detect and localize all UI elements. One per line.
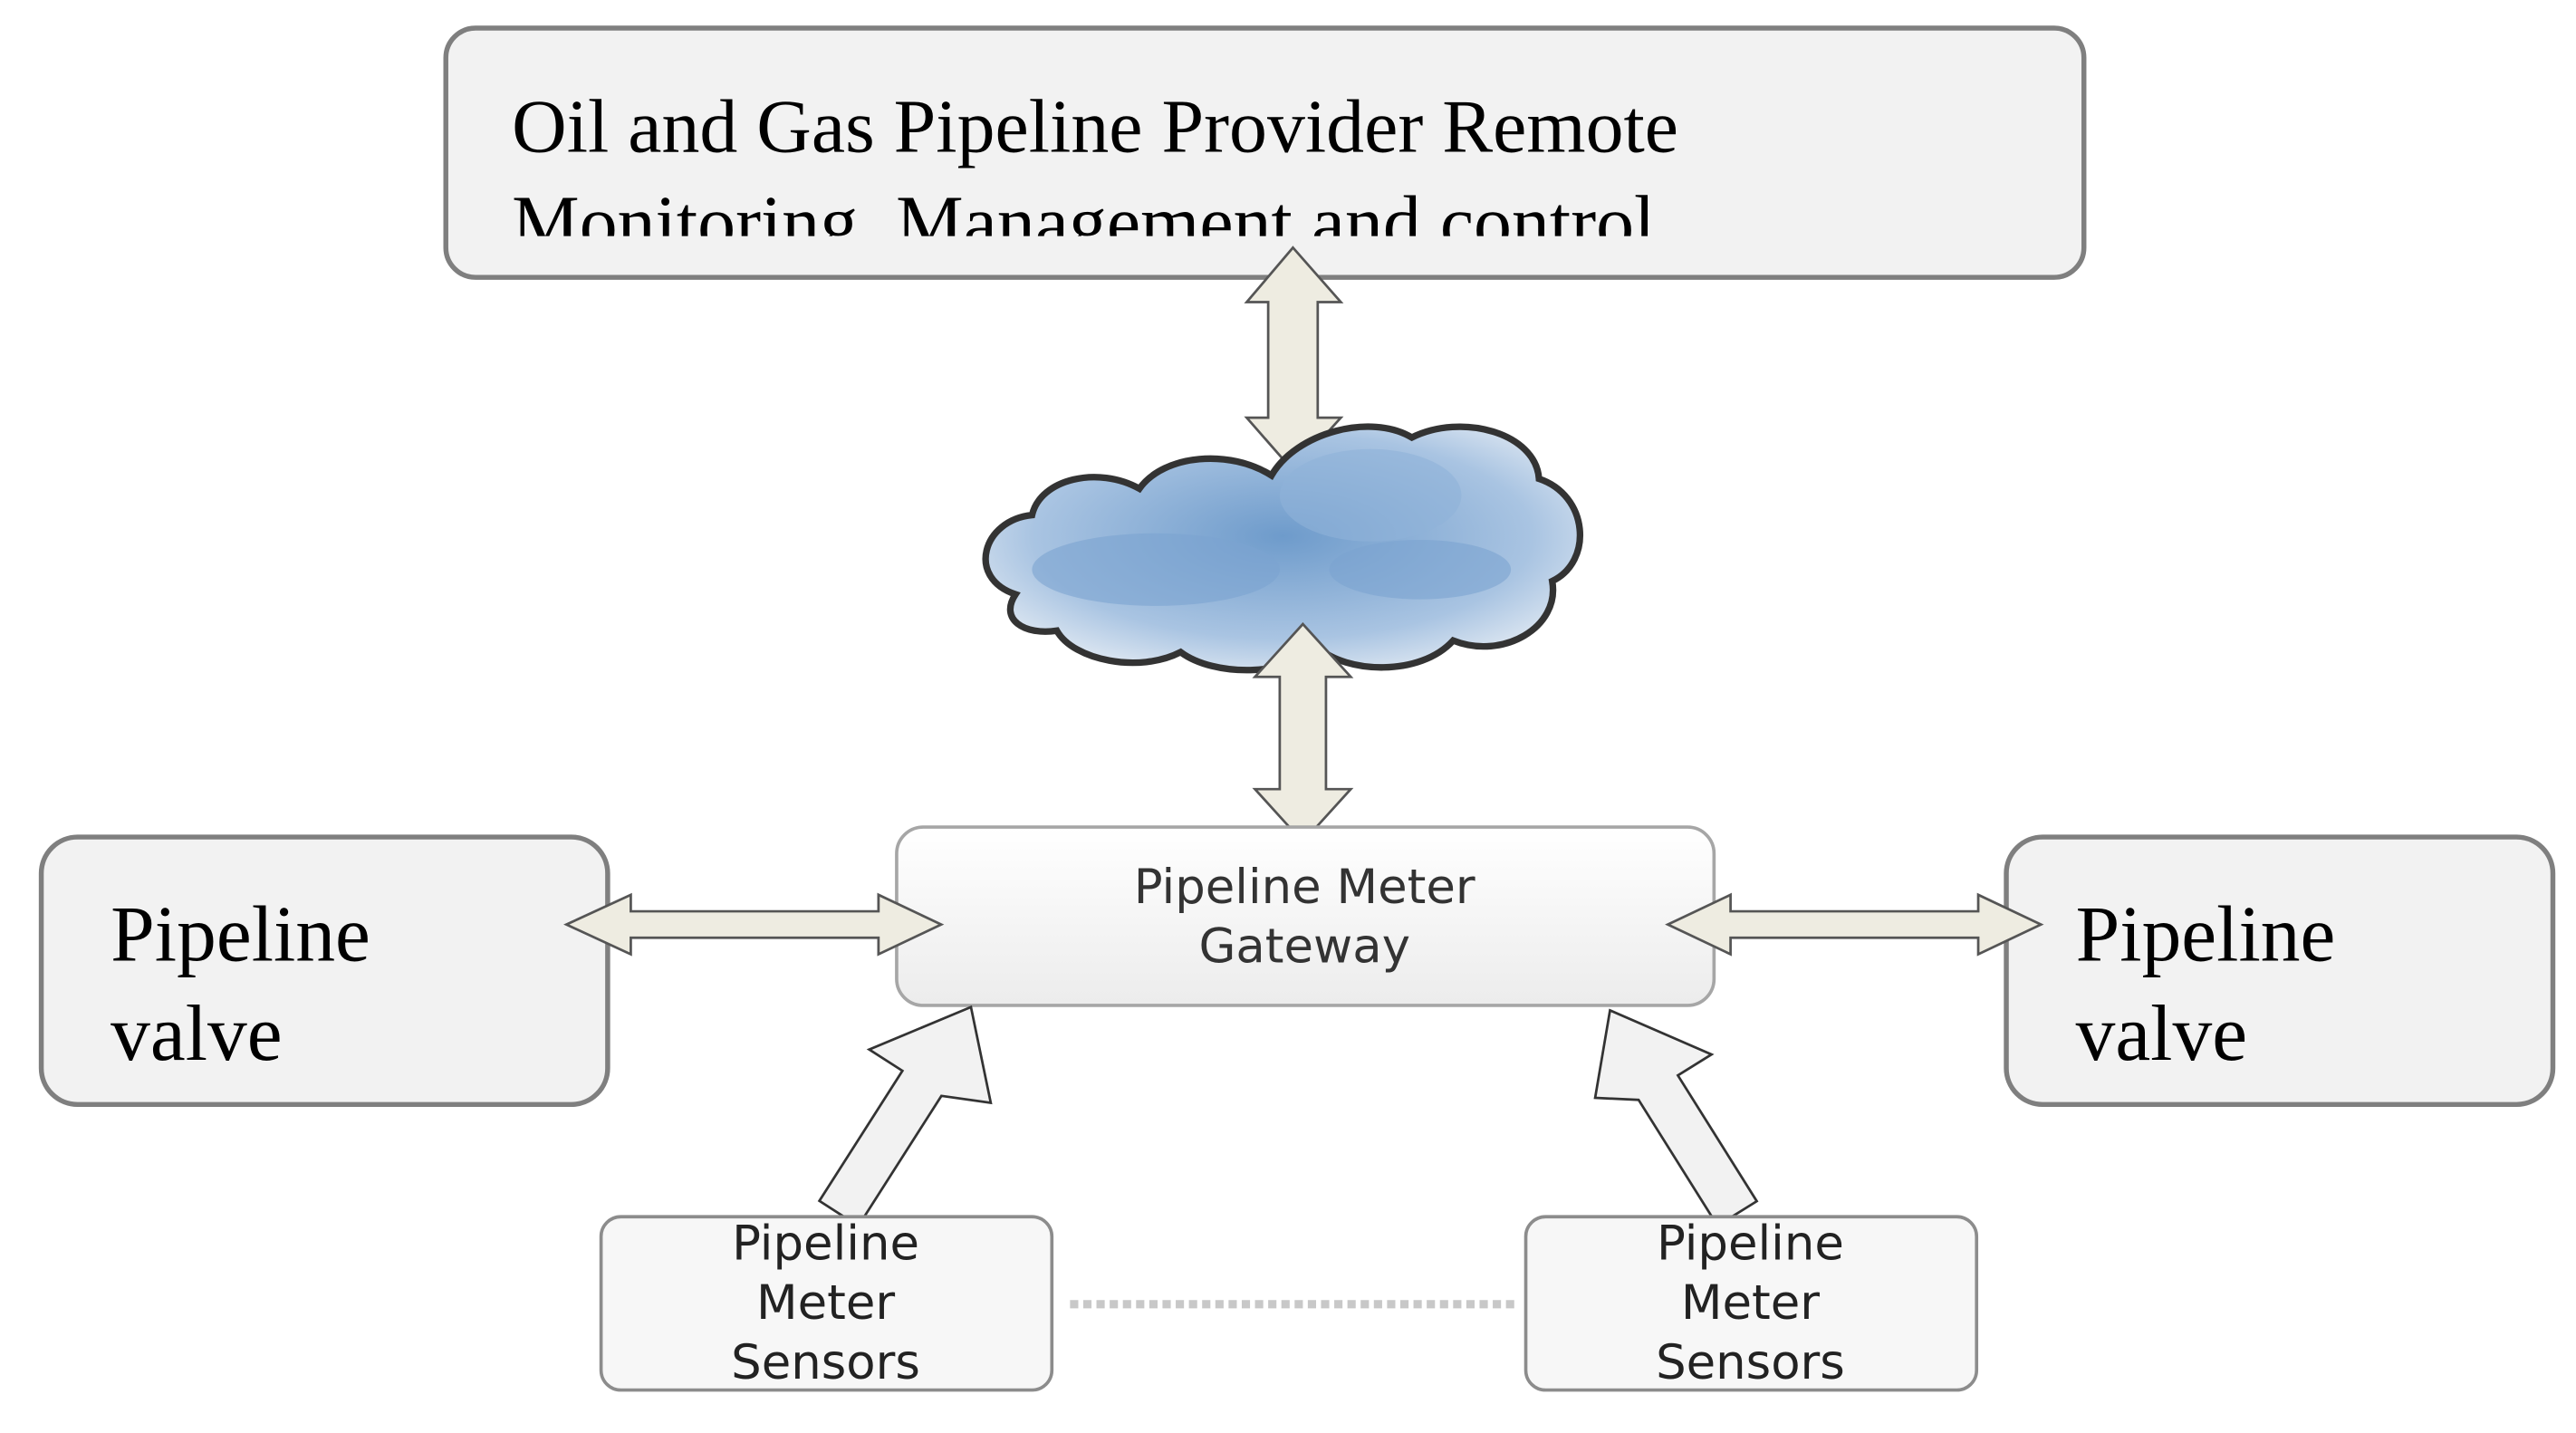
sensors-left-box: Pipeline Meter Sensors [599, 1215, 1054, 1392]
sensors-left-line2: Meter [756, 1275, 895, 1331]
valve-left-label-line1: Pipeline [111, 890, 370, 978]
valve-right-label-line1: Pipeline [2076, 890, 2336, 978]
double-arrow-gateway-valve-right [1665, 892, 2044, 957]
sensors-right-line3: Sensors [1656, 1335, 1845, 1390]
gateway-box: Pipeline Meter Gateway [895, 825, 1716, 1007]
cloud-icon [982, 423, 1583, 674]
valve-left-label-line2: valve [111, 989, 282, 1077]
control-center-title-line1: Oil and Gas Pipeline Provider Remote [512, 85, 1678, 169]
sensors-right-box: Pipeline Meter Sensors [1523, 1215, 1979, 1392]
sensors-right-line2: Meter [1681, 1275, 1820, 1331]
gateway-label-line1: Pipeline Meter [1134, 860, 1475, 915]
valve-right-box: Pipeline valve [2004, 834, 2556, 1108]
arrow-sensors-right-to-gateway [1593, 1008, 1759, 1227]
arrow-sensors-left-to-gateway [817, 1005, 993, 1228]
double-arrow-valve-left-gateway [563, 892, 945, 957]
valve-left-box: Pipeline valve [38, 834, 610, 1108]
valve-right-label-line2: valve [2076, 989, 2247, 1077]
control-center-box: Oil and Gas Pipeline Provider Remote Mon… [443, 25, 2087, 280]
gateway-label-line2: Gateway [1198, 919, 1410, 975]
sensors-left-line1: Pipeline [732, 1217, 919, 1272]
control-center-title-line2: Monitoring, Management and control [512, 180, 1655, 264]
sensors-left-line3: Sensors [731, 1335, 920, 1390]
sensors-right-line1: Pipeline [1657, 1217, 1844, 1272]
